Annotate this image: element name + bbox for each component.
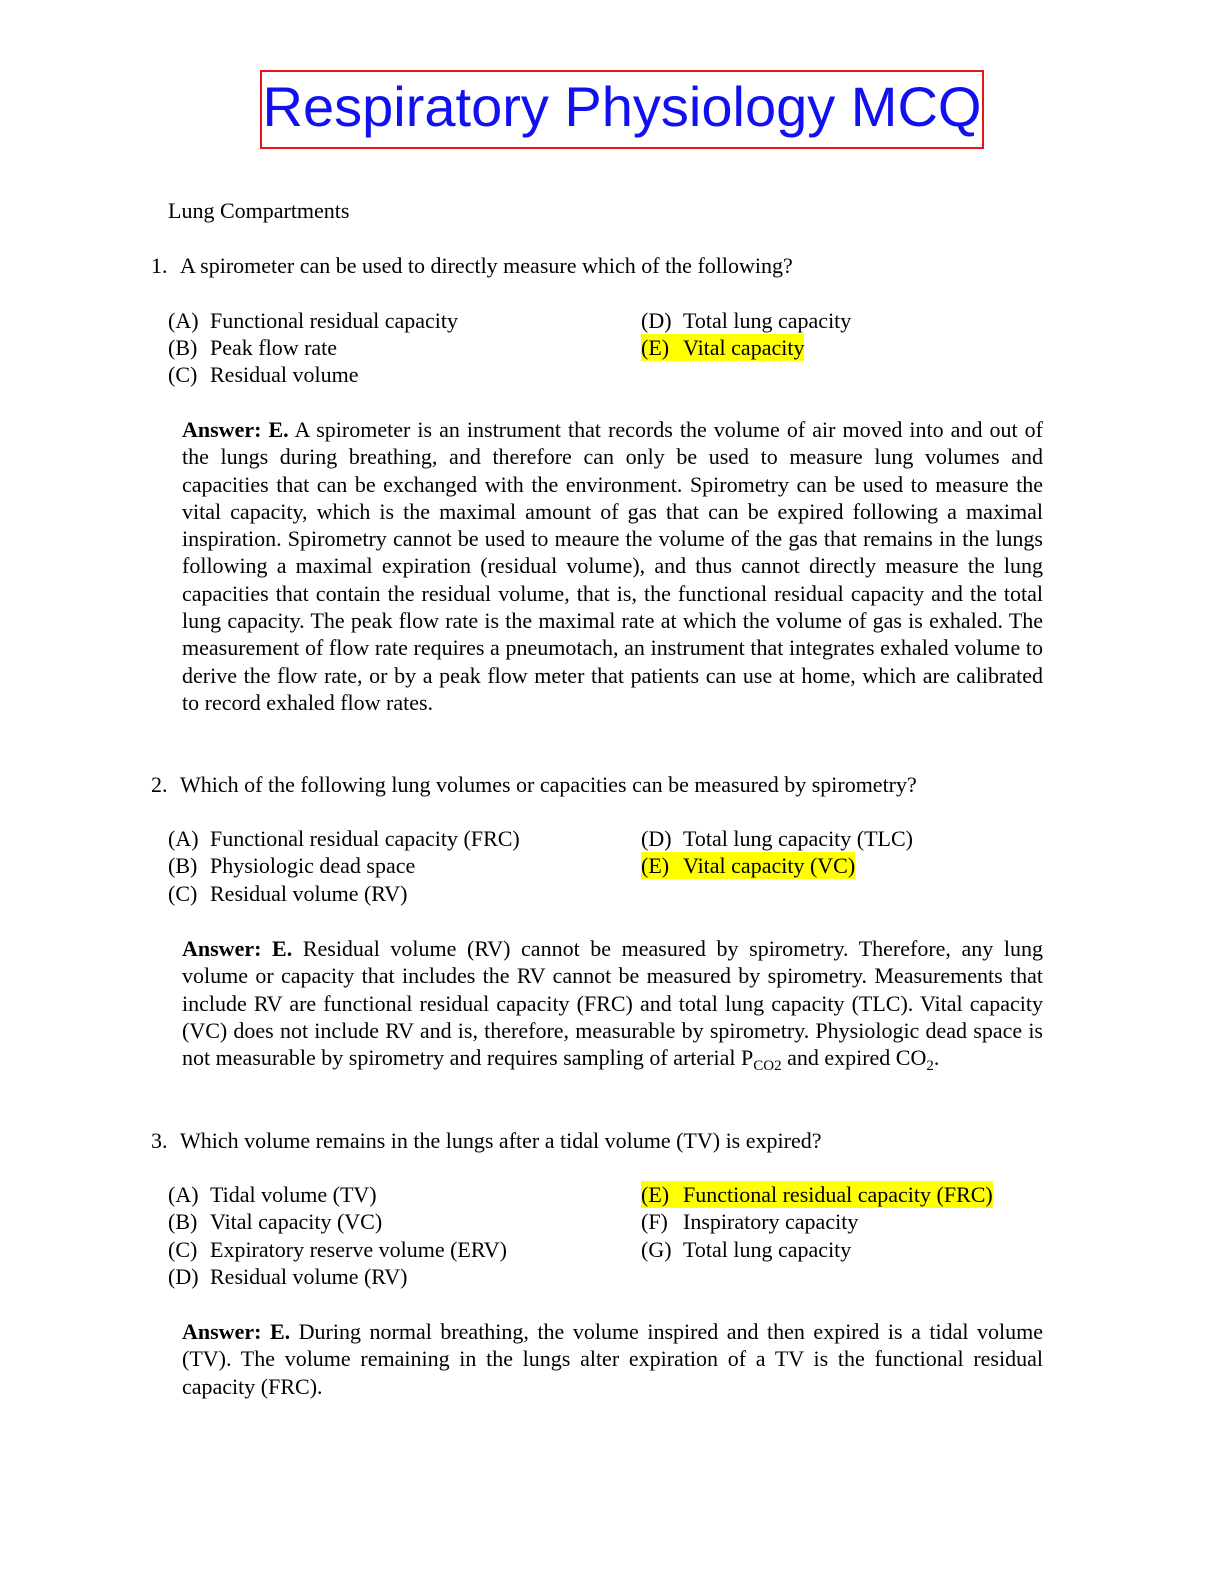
title-box: Respiratory Physiology MCQ — [260, 70, 984, 149]
answer-explanation: Answer: E. During normal breathing, the … — [182, 1319, 1044, 1399]
question-text: Which of the following lung volumes or c… — [180, 772, 917, 797]
question-number: 1. — [151, 253, 168, 278]
option-e-correct: (E)Vital capacity — [641, 334, 805, 362]
option-a: (A)Functional residual capacity (FRC) — [168, 826, 520, 851]
option-b: (B)Physiologic dead space — [168, 853, 416, 878]
answer-explanation: Answer: E. Residual volume (RV) cannot b… — [182, 936, 1043, 1075]
option-b: (B)Peak flow rate — [168, 335, 338, 360]
option-d: (D)Total lung capacity (TLC) — [641, 826, 913, 851]
option-c: (C)Residual volume — [168, 362, 359, 387]
option-a: (A)Functional residual capacity — [168, 308, 459, 333]
option-d: (D)Total lung capacity — [641, 308, 852, 333]
option-f: (F)Inspiratory capacity — [641, 1209, 859, 1234]
question-number: 3. — [151, 1128, 168, 1153]
question-text: A spirometer can be used to directly mea… — [180, 253, 793, 278]
option-d: (D)Residual volume (RV) — [168, 1264, 408, 1289]
question-text: Which volume remains in the lungs after … — [180, 1128, 822, 1153]
answer-label: Answer: E. — [182, 417, 289, 442]
question-number: 2. — [151, 772, 168, 797]
section-heading: Lung Compartments — [168, 198, 350, 223]
page-title: Respiratory Physiology MCQ — [262, 75, 982, 138]
option-c: (C)Expiratory reserve volume (ERV) — [168, 1237, 507, 1262]
option-b: (B)Vital capacity (VC) — [168, 1209, 383, 1234]
option-c: (C)Residual volume (RV) — [168, 881, 408, 906]
answer-label: Answer: E. — [182, 1319, 291, 1344]
option-a: (A)Tidal volume (TV) — [168, 1182, 377, 1207]
option-g: (G)Total lung capacity — [641, 1237, 852, 1262]
answer-explanation: Answer: E. A spirometer is an instrument… — [182, 417, 1043, 715]
option-e-correct: (E)Functional residual capacity (FRC) — [641, 1181, 993, 1209]
option-e-correct: (E)Vital capacity (VC) — [641, 852, 856, 880]
answer-label: Answer: E. — [182, 936, 293, 961]
